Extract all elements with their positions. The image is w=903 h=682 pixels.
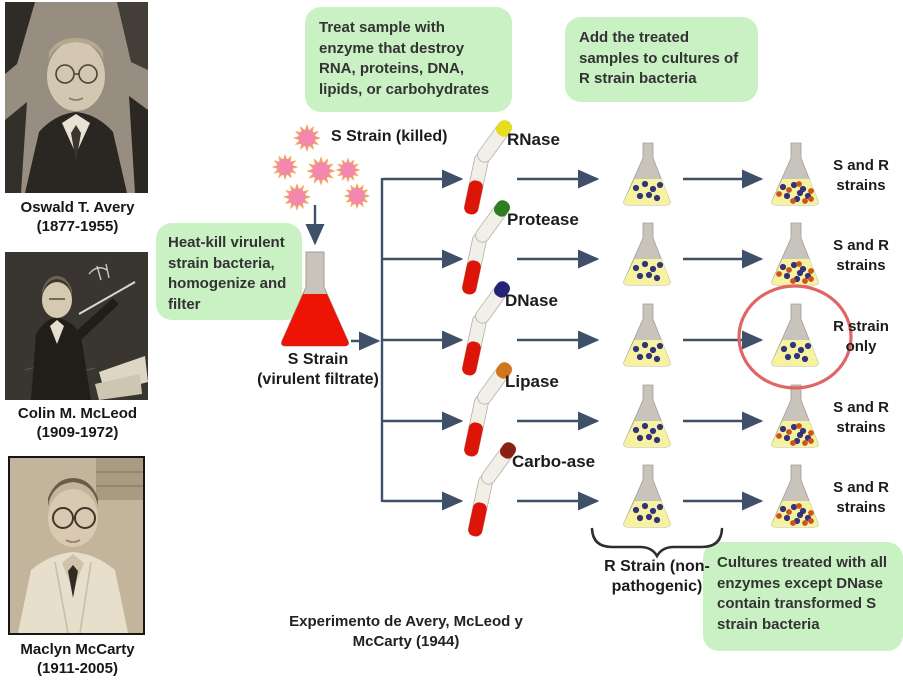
- tube-lipase: [464, 362, 512, 457]
- callout-heat-kill: Heat-kill virulent strain bacteria, homo…: [156, 223, 302, 320]
- killed-cell: [343, 182, 371, 210]
- culture-flask-5: [623, 464, 671, 528]
- s-strain-killed-label: S Strain (killed): [331, 128, 448, 145]
- mcleod-name: Colin M. McLeod: [17, 405, 138, 422]
- enzyme-tubes: [462, 120, 516, 537]
- tube-protease: [462, 200, 510, 295]
- avery-photo-illustration: [5, 2, 148, 193]
- avery-name: Oswald T. Avery: [20, 199, 135, 216]
- virulent-liquid: [281, 294, 349, 346]
- culture-flask-1: [623, 142, 671, 206]
- portrait-photo-avery: [5, 2, 148, 193]
- enzyme-label-dnase: DNase: [505, 291, 558, 310]
- flow-arrows: [305, 169, 764, 511]
- culture-flask-2: [623, 222, 671, 286]
- r-strain-nonpathogenic-label: R Strain (non- pathogenic): [604, 558, 710, 595]
- carboase-enzyme-band: [499, 442, 516, 459]
- slide-caption: Experimento de Avery, McLeod y McCarty (…: [289, 613, 523, 650]
- callout-add-treated: Add the treated samples to cultures of R…: [565, 17, 758, 102]
- result-flask-5: [771, 464, 819, 528]
- portrait-caption-mcleod: Colin M. McLeod (1909-1972): [0, 404, 155, 442]
- culture-flask-3: [623, 303, 671, 367]
- virulent-filtrate-text: (virulent filtrate): [257, 371, 379, 388]
- mccarty-years: (1911-2005): [37, 660, 118, 677]
- enzyme-label-carboase: Carbo-ase: [512, 452, 596, 471]
- result-flasks: [737, 142, 853, 528]
- mccarty-name: Maclyn McCarty: [20, 641, 135, 658]
- mccarty-photo-illustration: [10, 458, 143, 633]
- killed-cell: [271, 153, 299, 181]
- s-strain-flask: [281, 251, 349, 347]
- enzyme-label-protease: Protease: [507, 210, 579, 229]
- result-flask-2: [771, 222, 819, 286]
- portrait-caption-avery: Oswald T. Avery (1877-1955): [0, 198, 155, 236]
- rnase-enzyme-band: [495, 120, 512, 137]
- protease-enzyme-band: [493, 200, 510, 217]
- mcleod-photo-illustration: [5, 252, 148, 400]
- killed-cell: [283, 183, 311, 211]
- result-flask-3-r-only: [771, 303, 819, 367]
- portrait-caption-mccarty: Maclyn McCarty (1911-2005): [0, 640, 155, 678]
- r-strain-culture-flasks: [623, 142, 671, 528]
- avery-years: (1877-1955): [36, 218, 119, 235]
- callout-conclusion: Cultures treated with all enzymes except…: [703, 542, 903, 651]
- portrait-photo-mcleod: [5, 252, 148, 400]
- r-strain-brace: [590, 527, 724, 559]
- callout-treat-sample: Treat sample with enzyme that destroy RN…: [305, 7, 512, 112]
- s-strain-filtrate-label: S Strain (virulent filtrate): [236, 350, 400, 390]
- s-strain-text: S Strain: [287, 351, 349, 368]
- result-flask-1: [771, 142, 819, 206]
- result-flask-4: [771, 384, 819, 448]
- killed-cell: [293, 124, 321, 152]
- lipase-enzyme-band: [495, 362, 512, 379]
- culture-flask-4: [623, 384, 671, 448]
- tube-carboase: [468, 442, 516, 537]
- killed-cell: [306, 156, 336, 186]
- killed-cell: [335, 157, 361, 183]
- enzyme-label-rnase: RNase: [507, 130, 560, 149]
- dnase-result-highlight-circle: [737, 284, 853, 390]
- portrait-photo-mccarty: [8, 456, 145, 635]
- mcleod-years: (1909-1972): [36, 424, 119, 441]
- dnase-enzyme-band: [493, 281, 510, 298]
- tube-dnase: [462, 281, 510, 376]
- tube-rnase: [464, 120, 512, 215]
- enzyme-label-lipase: Lipase: [505, 372, 559, 391]
